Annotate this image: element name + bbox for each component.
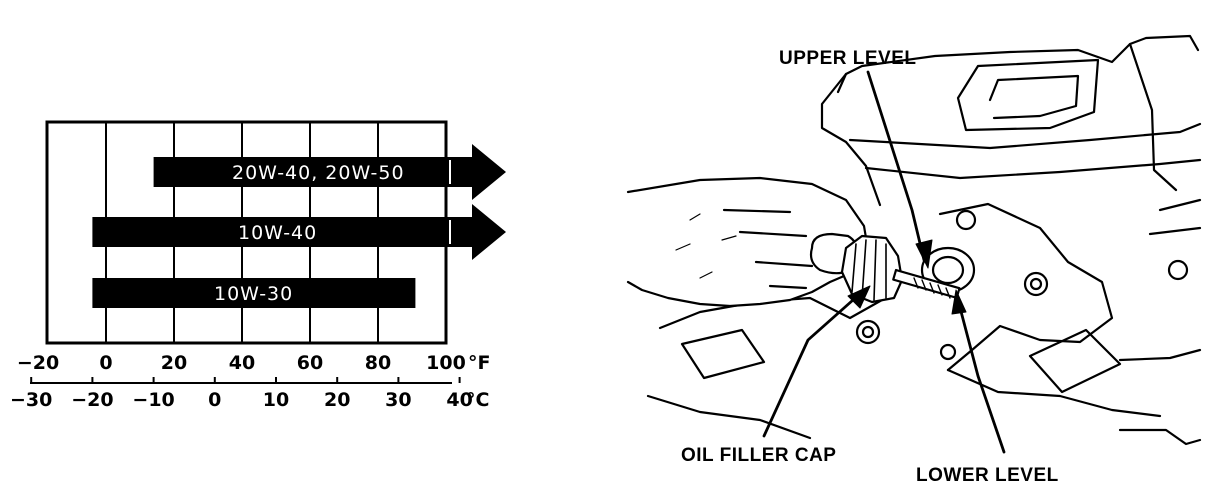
hand-outline <box>626 176 870 308</box>
oil-viscosity-chart: 20W-40, 20W-50 10W-40 10W-30 −20 0 20 40 60 80 1… <box>10 120 507 411</box>
case-panel-left <box>680 328 766 380</box>
viscosity-bar-label: 10W-30 <box>214 283 293 305</box>
bolt-head-4 <box>939 343 957 361</box>
bolt-head-2 <box>1023 271 1049 297</box>
celsius-unit: °C <box>466 389 489 411</box>
fahrenheit-tick-label: 100 <box>426 352 466 374</box>
viscosity-bar-arrow <box>92 204 507 260</box>
viscosity-bar: 10W-30 <box>92 278 416 308</box>
upper-level-label: UPPER LEVEL <box>779 48 916 69</box>
fahrenheit-tick-label: 40 <box>229 352 255 374</box>
bolt-head-5-inner <box>861 325 875 339</box>
bolt-head-3 <box>1167 259 1189 281</box>
engine-ridge-line <box>848 122 1202 150</box>
oil-filler-cap-leader <box>762 290 864 438</box>
bolt-head-1 <box>955 209 977 231</box>
lower-level-leader <box>956 298 1006 454</box>
celsius-tick-label: 10 <box>263 389 289 411</box>
hand-shading <box>675 213 737 279</box>
engine-panel-upper <box>956 58 1100 132</box>
fahrenheit-tick-label: 80 <box>365 352 391 374</box>
engine-panel-inner <box>988 74 1080 120</box>
celsius-tick-label: 30 <box>385 389 411 411</box>
celsius-tick-label: −10 <box>132 389 174 411</box>
fahrenheit-tick-label: 0 <box>99 352 112 374</box>
viscosity-bar-rect <box>92 278 416 308</box>
fahrenheit-tick-label: 60 <box>297 352 323 374</box>
viscosity-bar-label: 20W-40, 20W-50 <box>232 162 405 184</box>
case-rib <box>1118 198 1202 362</box>
flange-outline-lower <box>946 368 1162 418</box>
celsius-tick-label: 40 <box>446 389 472 411</box>
lower-level-arrowhead <box>951 289 967 315</box>
bolt-head-5 <box>855 319 881 345</box>
viscosity-bar: 10W-40 <box>92 204 507 260</box>
celsius-axis: −30 −20 −10 0 10 20 30 40°C <box>10 377 489 411</box>
case-outline-bottom <box>646 394 812 440</box>
fahrenheit-unit: °F <box>468 352 490 374</box>
dipstick-hatching <box>913 277 951 299</box>
lower-level-label: LOWER LEVEL <box>916 465 1059 486</box>
filler-cap-body <box>840 234 904 304</box>
filler-neck-inner <box>931 255 965 285</box>
viscosity-bar: 20W-40, 20W-50 <box>153 144 506 200</box>
fahrenheit-tick-label: 20 <box>161 352 187 374</box>
celsius-tick-label: −20 <box>71 389 113 411</box>
bolt-head-2-inner <box>1029 277 1043 291</box>
engine-right-edge <box>1128 42 1178 192</box>
flange-outline <box>938 202 1114 372</box>
celsius-tick-label: 20 <box>324 389 350 411</box>
viscosity-bar-arrow <box>153 144 506 200</box>
celsius-tick-label: −30 <box>10 389 52 411</box>
engine-oil-check-illustration <box>626 34 1202 454</box>
upper-level-leader <box>866 70 926 262</box>
fahrenheit-axis: −20 0 20 40 60 80 100°F <box>17 352 491 374</box>
viscosity-bar-label: 10W-40 <box>238 222 317 244</box>
celsius-tick-label: 0 <box>208 389 221 411</box>
upper-level-arrowhead <box>915 239 933 269</box>
chart-bars: 20W-40, 20W-50 10W-40 10W-30 <box>92 144 507 308</box>
case-outline-corner <box>1118 428 1202 446</box>
case-panel-right <box>1028 328 1122 394</box>
oil-filler-cap-arrowhead <box>847 285 871 309</box>
filler-cap-ribs <box>851 239 887 301</box>
engine-block-edge <box>820 72 882 207</box>
oil-filler-cap-label: OIL FILLER CAP <box>681 445 836 466</box>
engine-block-outline <box>836 34 1200 94</box>
finger-creases <box>722 208 814 290</box>
fahrenheit-tick-label: −20 <box>17 352 59 374</box>
engine-ridge-line-2 <box>864 158 1202 180</box>
